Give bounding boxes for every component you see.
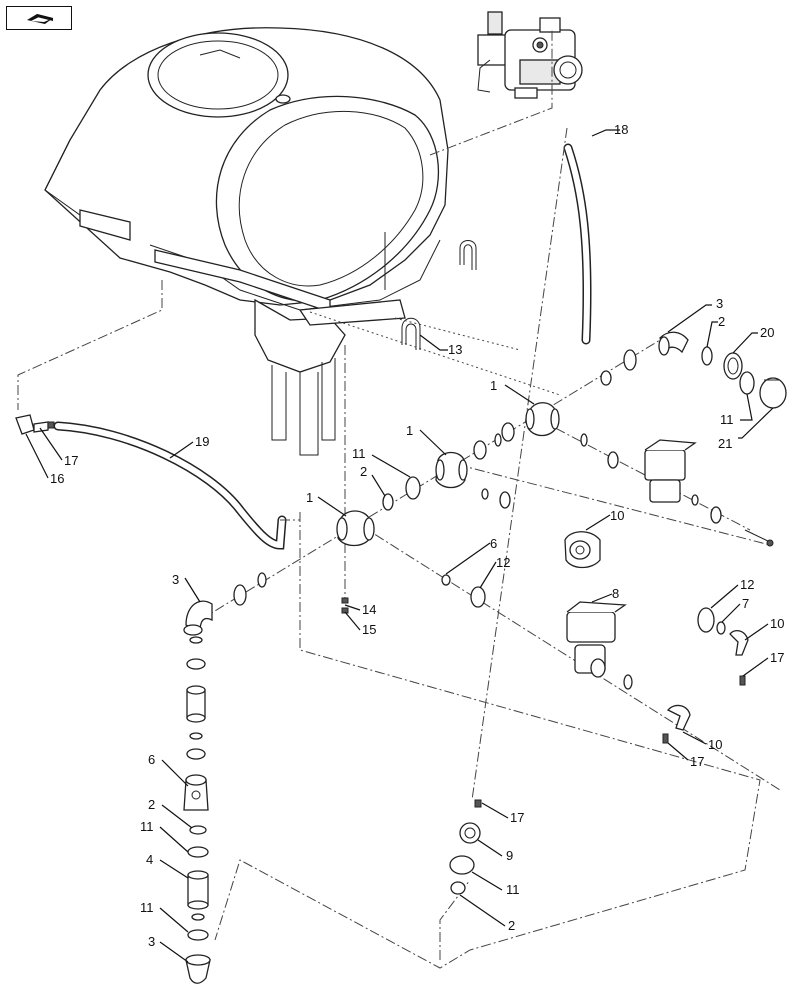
cap-21 — [759, 377, 787, 409]
callout-12: 12 — [740, 577, 754, 592]
screw-17-right — [739, 675, 746, 686]
callout-15: 15 — [362, 622, 376, 637]
clamp-2-bottom — [450, 881, 466, 895]
rings-elbow-left — [233, 572, 267, 606]
washer-12-right — [697, 607, 715, 633]
callout-16: 16 — [50, 471, 64, 486]
screw-14 — [341, 597, 349, 604]
spray-tank — [44, 27, 449, 456]
coupler-5 — [183, 774, 209, 811]
callout-11: 11 — [720, 412, 734, 427]
callout-21: 21 — [718, 436, 732, 451]
callout-3: 3 — [148, 934, 155, 949]
callout-9: 10 — [610, 508, 624, 523]
screw-17-lower — [662, 733, 669, 744]
callout-3: 3 — [716, 296, 723, 311]
gasket-11-right — [739, 371, 755, 395]
oring-6-right — [716, 621, 726, 635]
elbow-3-bottom — [185, 954, 211, 984]
callout-14: 14 — [362, 602, 376, 617]
callout-17: 17 — [510, 810, 524, 825]
tee-1-middle — [435, 451, 468, 489]
callout-6: 7 — [742, 596, 749, 611]
callout-17: 17 — [64, 453, 78, 468]
clamp-2-upper — [701, 346, 713, 366]
callout-11: 11 — [506, 882, 520, 897]
nut-15 — [341, 607, 349, 614]
callout-1: 1 — [406, 423, 413, 438]
gasket-11-bottom — [449, 855, 475, 875]
callout-4: 4 — [146, 852, 153, 867]
assembly-centerlines — [17, 28, 781, 969]
callout-7: 8 — [612, 586, 619, 601]
hose-18 — [563, 143, 592, 345]
u-bolt-13 — [401, 317, 421, 350]
callout-8: 9 — [506, 848, 513, 863]
callout-3: 3 — [172, 572, 179, 587]
clamp-2-middle — [382, 493, 394, 511]
tee-1-upper — [525, 402, 560, 437]
elbow-10-right — [729, 629, 749, 656]
callout-1: 1 — [490, 378, 497, 393]
callout-12: 12 — [496, 555, 510, 570]
hose-19 — [53, 421, 287, 550]
callout-2: 2 — [718, 314, 725, 329]
callout-11: 11 — [352, 446, 366, 461]
fitting-8 — [459, 822, 481, 844]
screw-17-bottom — [474, 799, 482, 808]
pump-assembly — [477, 11, 583, 99]
callout-18: 18 — [614, 122, 628, 137]
page-turn-icon-glyph — [27, 14, 53, 24]
callout-2: 2 — [360, 464, 367, 479]
washer-12-middle — [470, 586, 486, 608]
elbow-3-left — [183, 600, 213, 636]
callout-11: 11 — [140, 819, 154, 834]
fitting-16 — [15, 414, 49, 435]
gasket-20 — [723, 352, 743, 380]
callout-5: 6 — [148, 752, 155, 767]
callout-1: 1 — [306, 490, 313, 505]
valve-block-right — [644, 439, 774, 547]
motor-valve-7 — [566, 601, 633, 690]
callout-labels: 18 3 2 20 11 21 13 1 1 11 2 1 10 6 12 8 … — [50, 122, 784, 949]
elbow-3-upper — [658, 331, 689, 356]
callout-11: 11 — [140, 900, 154, 915]
valve-9 — [564, 531, 601, 569]
screw-17-left — [47, 421, 55, 429]
stack-left-rings — [186, 636, 206, 760]
callout-20: 20 — [760, 325, 774, 340]
callout-13: 13 — [448, 342, 462, 357]
gasket-11-left-b — [187, 913, 209, 941]
callout-10: 10 — [708, 737, 722, 752]
fitting-pump-line-a — [600, 349, 637, 386]
tee-1-lower — [336, 510, 375, 547]
page-turn-icon[interactable] — [6, 6, 72, 30]
callout-17: 17 — [690, 754, 704, 769]
tube-4 — [187, 870, 209, 910]
rings-middle-line — [481, 488, 511, 509]
clamp-2-left — [189, 825, 207, 835]
leader-lines — [25, 129, 774, 963]
u-bolt-upper — [459, 240, 477, 270]
gasket-11-middle — [405, 476, 421, 500]
callout-2: 2 — [148, 797, 155, 812]
callout-19: 19 — [195, 434, 209, 449]
callout-2: 2 — [508, 918, 515, 933]
elbow-10-lower — [666, 704, 691, 731]
gasket-11-left-a — [187, 846, 209, 858]
callout-17: 17 — [770, 650, 784, 665]
callout-6: 6 — [490, 536, 497, 551]
oring-6-middle — [441, 574, 451, 586]
callout-10: 10 — [770, 616, 784, 631]
rings-upper-line — [473, 422, 619, 469]
